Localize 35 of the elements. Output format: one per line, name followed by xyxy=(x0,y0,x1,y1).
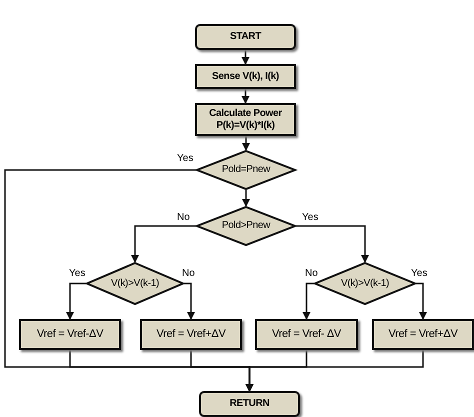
edge-label: Yes xyxy=(301,212,320,223)
arrow xyxy=(246,350,424,392)
terminal-box: START xyxy=(195,24,296,50)
edge-label: Yes xyxy=(410,268,428,279)
node-text: V(k)>V(k-1) xyxy=(110,278,160,290)
arrow xyxy=(131,225,196,263)
arrow xyxy=(242,89,250,104)
edge-label: Yes xyxy=(176,153,194,164)
arrow xyxy=(416,282,427,320)
node-text: Calculate Power xyxy=(209,108,282,120)
arrow xyxy=(296,225,369,263)
decision-diamond xyxy=(86,262,184,305)
edge-label: Yes xyxy=(68,268,86,279)
process-box: Sense V(k), I(k) xyxy=(195,64,296,89)
process-box: Vref = Vref-ΔV xyxy=(19,319,121,350)
process-box xyxy=(195,103,296,136)
node-text: Pold=Pnew xyxy=(222,164,270,176)
decision-diamond xyxy=(196,206,296,246)
arrow xyxy=(66,282,86,320)
decision-diamond xyxy=(196,150,296,190)
arrow xyxy=(302,282,314,320)
process-box: Vref = Vref- ΔV xyxy=(255,319,358,350)
edge-label: No xyxy=(181,268,196,279)
edge-label: No xyxy=(176,212,191,223)
process-box: Vref = Vref+ΔV xyxy=(372,319,474,350)
node-text: Pold>Pnew xyxy=(222,220,270,232)
arrow xyxy=(184,282,195,320)
arrow xyxy=(242,190,250,207)
terminal-box: RETURN xyxy=(199,391,300,417)
node-text: V(k)>V(k-1) xyxy=(340,278,390,290)
edge-label: No xyxy=(304,268,319,279)
node-text: P(k)=V(k)*I(k) xyxy=(216,120,275,131)
arrow xyxy=(242,136,250,151)
arrow xyxy=(242,50,250,65)
process-box: Vref = Vref+ΔV xyxy=(140,319,242,350)
